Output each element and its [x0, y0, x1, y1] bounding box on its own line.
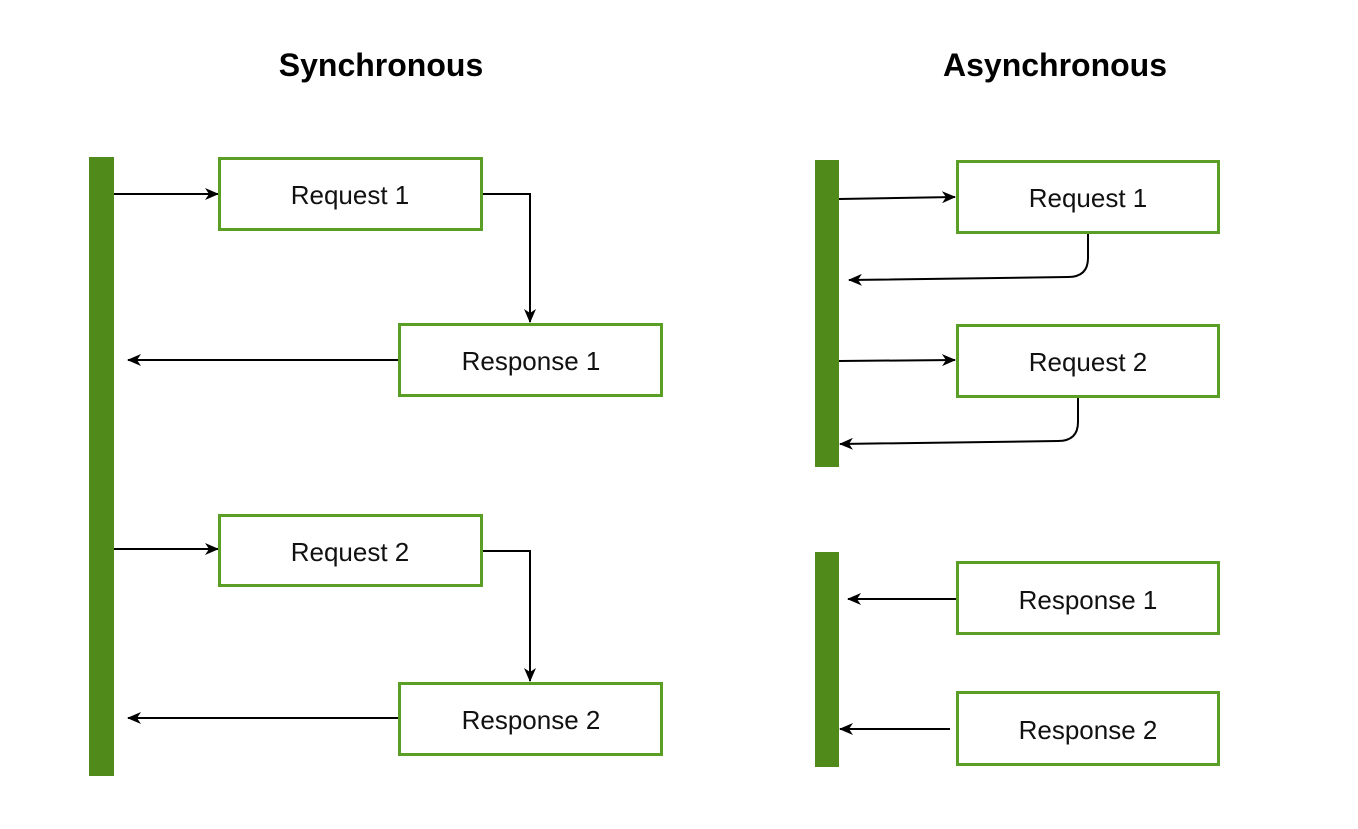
sync-response-1-box: Response 1 — [398, 323, 663, 397]
sync-request-1-box: Request 1 — [218, 157, 483, 231]
async-arrow-request-2-return — [839, 397, 1079, 450]
async-request-1-box: Request 1 — [956, 160, 1220, 234]
title-synchronous: Synchronous — [279, 47, 483, 83]
async-request-2-box: Request 2 — [956, 324, 1220, 398]
sync-request-1-label: Request 1 — [291, 180, 410, 210]
async-request-timeline-bar — [815, 160, 839, 467]
async-response-timeline-bar — [815, 552, 839, 767]
async-request-1-label: Request 1 — [1029, 183, 1148, 213]
async-response-2-label: Response 2 — [1019, 715, 1158, 745]
async-arrow-to-request-1 — [838, 191, 956, 204]
async-arrow-to-request-2 — [838, 354, 956, 367]
sync-response-2-label: Response 2 — [462, 705, 601, 735]
sync-arrow-request-1-to-response-1 — [482, 193, 536, 323]
async-arrow-request-1-return — [848, 233, 1089, 286]
sync-request-2-label: Request 2 — [291, 537, 410, 567]
sync-response-1-label: Response 1 — [462, 346, 601, 376]
async-response-2-box: Response 2 — [956, 691, 1220, 766]
sync-arrow-request-2-to-response-2 — [482, 550, 536, 682]
sync-request-2-box: Request 2 — [218, 514, 483, 587]
async-response-1-box: Response 1 — [956, 561, 1220, 635]
sync-timeline-bar — [89, 157, 114, 776]
title-asynchronous: Asynchronous — [943, 47, 1167, 83]
async-response-1-label: Response 1 — [1019, 585, 1158, 615]
async-request-2-label: Request 2 — [1029, 347, 1148, 377]
sync-response-2-box: Response 2 — [398, 682, 663, 756]
